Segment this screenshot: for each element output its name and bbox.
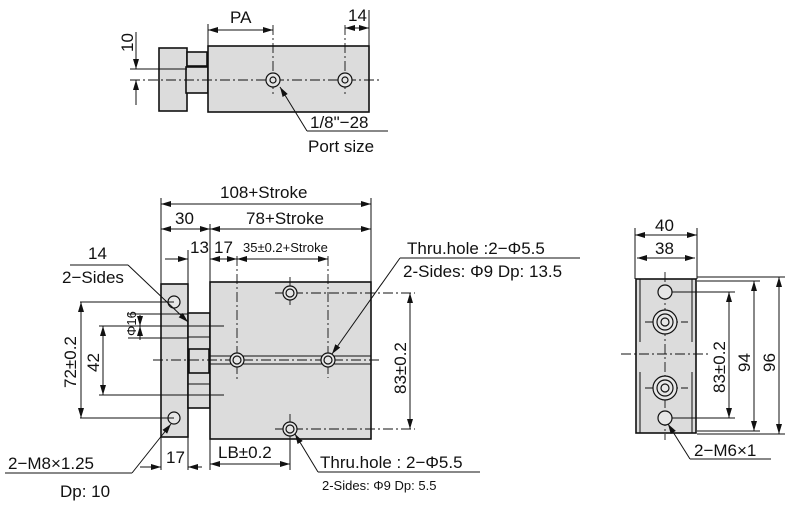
dim-lb: LB±0.2: [218, 443, 272, 462]
end-plate: [158, 47, 188, 112]
dim-94: 94: [735, 353, 754, 372]
top-view: PA 14 10 1/8"−28 Port size: [118, 6, 388, 156]
thru-hole: [320, 352, 336, 368]
port-size-label: Port size: [308, 137, 374, 156]
dim-17-top: 17: [214, 238, 233, 257]
dim-pa: PA: [230, 8, 252, 27]
label-2-sides: 2−Sides: [62, 268, 124, 287]
dim-10: 10: [118, 33, 137, 52]
threaded-hole: [657, 410, 673, 426]
thru-hole-top-label: Thru.hole :2−Φ5.5: [407, 239, 545, 258]
dim-overall-length: 108+Stroke: [220, 183, 307, 202]
dim-body-length: 78+Stroke: [246, 209, 324, 228]
thru-hole: [282, 285, 298, 301]
dim-30: 30: [175, 209, 194, 228]
thru-hole-bottom-label: Thru.hole : 2−Φ5.5: [320, 453, 463, 472]
dim-phi16: Φ16: [124, 311, 139, 336]
port-thread-label: 1/8"−28: [310, 113, 369, 132]
dim-17-bottom: 17: [166, 448, 185, 467]
thread-depth: Dp: 10: [60, 482, 110, 501]
dim-14: 14: [88, 244, 107, 263]
front-view: 108+Stroke 30 78+Stroke 13 17 35±0.2+Str…: [5, 183, 580, 501]
dim-42: 42: [84, 353, 103, 372]
dim-83: 83±0.2: [710, 341, 729, 393]
dim-38: 38: [655, 239, 674, 258]
thru-hole-bottom-counterbore: 2-Sides: Φ9 Dp: 5.5: [322, 478, 436, 493]
dim-13: 13: [190, 238, 209, 257]
thru-hole: [282, 421, 298, 437]
thru-hole: [229, 352, 245, 368]
dim-96: 96: [760, 353, 779, 372]
end-face: [635, 278, 697, 434]
side-view: 40 38 83±0.2 94 96 2−M6×1: [621, 216, 785, 460]
rod-nut: [186, 51, 208, 67]
dim-35-stroke: 35±0.2+Stroke: [243, 240, 328, 255]
threaded-hole: [657, 284, 673, 300]
dim-40: 40: [655, 216, 674, 235]
dim-72: 72±0.2: [61, 336, 80, 388]
rod-end: [652, 375, 678, 401]
thread-label: 2−M8×1.25: [8, 454, 94, 473]
rod-nut: [188, 348, 210, 374]
thread-label: 2−M6×1: [694, 441, 756, 460]
rod-end: [652, 309, 678, 335]
dim-14: 14: [348, 6, 367, 25]
thru-hole-top-counterbore: 2-Sides: Φ9 Dp: 13.5: [403, 262, 562, 281]
dim-83: 83±0.2: [391, 342, 410, 394]
